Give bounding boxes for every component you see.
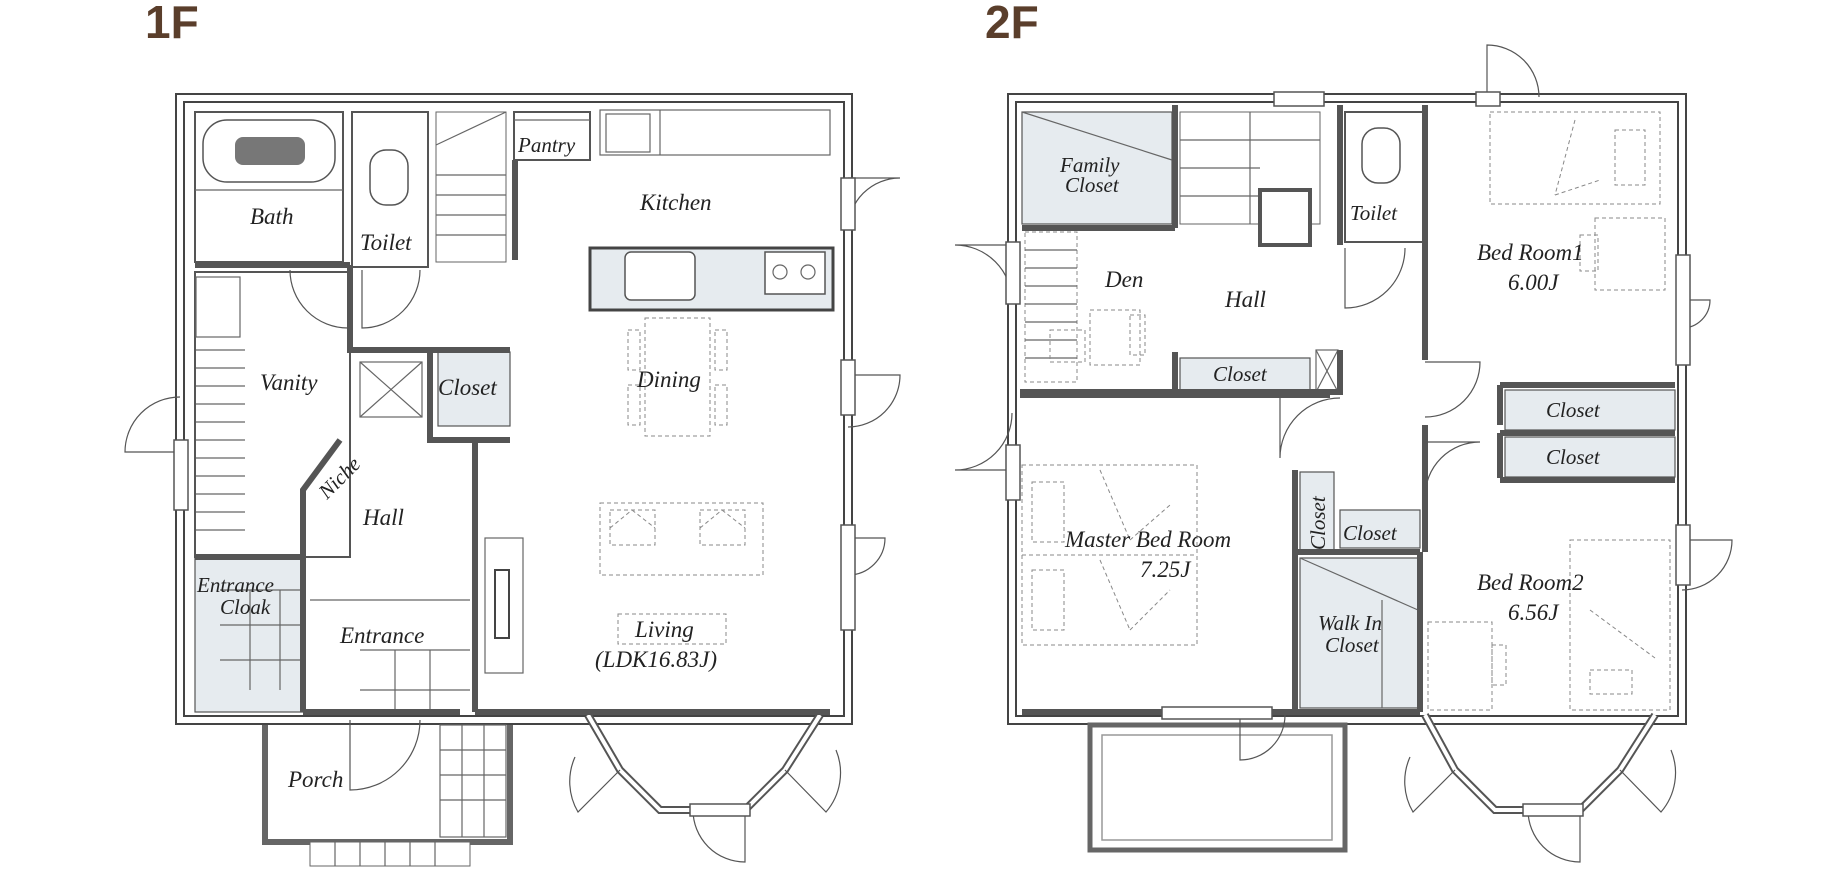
closet-vertical-2f xyxy=(1299,471,1335,551)
label-master-1: Master Bed Room xyxy=(1064,527,1231,552)
bay-window-1f xyxy=(584,712,824,814)
vanity-room xyxy=(194,271,351,558)
porch-tiles xyxy=(439,724,507,838)
floor-2: 2F xyxy=(954,0,1733,863)
label-hall-1f: Hall xyxy=(362,505,404,530)
floor-1: 1F xyxy=(124,0,901,867)
label-bed-room1-1: Bed Room1 xyxy=(1477,240,1584,265)
label-den: Den xyxy=(1104,267,1143,292)
sofa xyxy=(599,502,764,576)
doors-2f xyxy=(954,44,1733,863)
floor-1-label: 1F xyxy=(145,0,199,48)
label-entrance-cloak-2: Cloak xyxy=(220,595,271,619)
bay-window-2f xyxy=(1421,712,1659,814)
toilet-fixture-2f xyxy=(1361,127,1401,184)
label-hall-2f: Hall xyxy=(1224,287,1266,312)
tv-stand xyxy=(484,537,524,674)
label-closet-1f: Closet xyxy=(438,375,497,400)
balcony xyxy=(1087,722,1348,853)
living-label-box xyxy=(617,613,727,645)
bathtub-drain xyxy=(235,137,305,165)
floor-2-label: 2F xyxy=(985,0,1039,48)
label-walk-in-2: Closet xyxy=(1325,633,1380,657)
label-dining: Dining xyxy=(636,367,701,392)
stairs-2f xyxy=(1179,111,1321,247)
closet-small-2f xyxy=(1339,509,1421,549)
vanity-stairs xyxy=(196,349,245,531)
entrance-cloak xyxy=(194,556,304,713)
label-bath: Bath xyxy=(250,204,293,229)
label-bed-room1-2: 6.00J xyxy=(1508,270,1560,295)
dining-table xyxy=(627,317,728,437)
label-master-2: 7.25J xyxy=(1140,557,1192,582)
toilet-fixture-1f xyxy=(369,149,409,206)
closet-1f xyxy=(437,351,511,427)
den-desk xyxy=(1024,231,1146,383)
tv xyxy=(494,569,510,639)
vanity-sink xyxy=(195,276,241,338)
label-vanity: Vanity xyxy=(260,370,318,395)
bed-2 xyxy=(1427,539,1671,711)
stairs-1f xyxy=(435,111,507,263)
label-toilet-1f: Toilet xyxy=(360,230,412,255)
kitchen-stove xyxy=(764,251,826,295)
windows-1f xyxy=(173,177,856,817)
label-bed-room2-2: 6.56J xyxy=(1508,600,1560,625)
bed-1 xyxy=(1489,111,1666,291)
master-bed xyxy=(1021,464,1198,646)
label-bed-room2-1: Bed Room2 xyxy=(1477,570,1584,595)
label-entrance-cloak-1: Entrance xyxy=(196,573,274,597)
floor-2-outline-inner xyxy=(1009,95,1685,723)
label-toilet-2f: Toilet xyxy=(1350,201,1398,225)
kitchen-back-counter xyxy=(599,109,831,156)
porch-steps xyxy=(309,841,471,867)
label-closet-vertical-2f: Closet xyxy=(1306,495,1330,550)
interior-walls-2f xyxy=(1020,105,1675,715)
label-family-closet-2: Closet xyxy=(1065,173,1120,197)
storage-box xyxy=(359,361,423,418)
label-closet-small-2f: Closet xyxy=(1343,521,1398,545)
label-closet-hall-2f: Closet xyxy=(1213,362,1268,386)
label-pantry: Pantry xyxy=(517,133,576,157)
label-porch: Porch xyxy=(287,767,343,792)
windows-2f xyxy=(1005,91,1691,817)
kitchen-sink xyxy=(624,251,696,301)
label-living-2: (LDK16.83J) xyxy=(595,647,717,672)
label-kitchen: Kitchen xyxy=(639,190,712,215)
closet-b-2f xyxy=(1504,436,1676,478)
label-closet-b-2f: Closet xyxy=(1546,445,1601,469)
entrance-floor xyxy=(310,599,470,712)
interior-walls-1f xyxy=(195,160,830,715)
label-closet-a-2f: Closet xyxy=(1546,398,1601,422)
label-entrance: Entrance xyxy=(339,623,424,648)
label-walk-in-1: Walk In xyxy=(1318,611,1382,635)
label-living-1: Living xyxy=(634,617,694,642)
walk-in-closet xyxy=(1299,557,1419,709)
label-family-closet-1: Family xyxy=(1059,153,1120,177)
